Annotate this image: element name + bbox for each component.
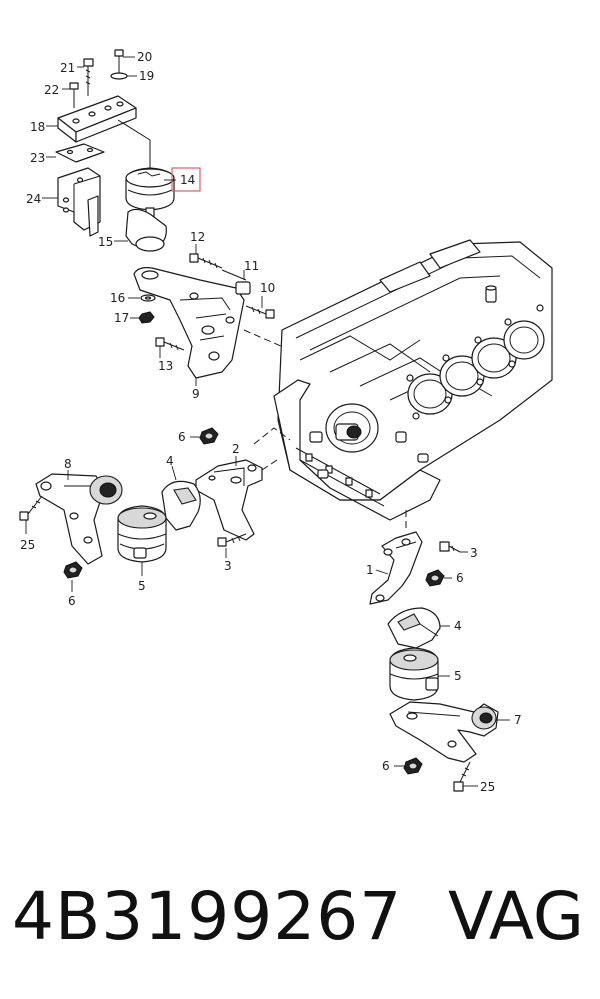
callout-25-left: 25 (20, 538, 35, 552)
callout-5-left: 5 (138, 579, 146, 593)
mount-bracket-1 (369, 531, 423, 605)
washer-19 (110, 72, 128, 80)
callout-1: 1 (366, 563, 374, 577)
nut-6-right-upper (425, 569, 445, 587)
callout-10: 10 (260, 281, 275, 295)
bolt-25-right (453, 761, 471, 792)
callout-13: 13 (158, 359, 173, 373)
callout-6-upper: 6 (178, 430, 186, 444)
callout-4-right: 4 (454, 619, 462, 633)
callout-11: 11 (244, 259, 259, 273)
callout-8: 8 (64, 457, 72, 471)
callout-6-right-upper: 6 (456, 571, 464, 585)
heat-shield-15 (125, 208, 167, 252)
rubber-mount-5-right (389, 647, 439, 701)
callout-21: 21 (60, 61, 75, 75)
bolt-3-left (217, 533, 247, 547)
nut-17 (138, 311, 155, 324)
callout-22: 22 (44, 83, 59, 97)
bolt-21 (83, 58, 94, 96)
stud-11 (221, 269, 247, 281)
heat-shield-4-right (387, 607, 441, 649)
callout-15: 15 (98, 235, 113, 249)
footer: 4B3199267 VAG (0, 870, 600, 980)
bolt-25-left (19, 495, 43, 521)
mount-bracket-7 (389, 701, 499, 763)
brand-name: VAG (447, 878, 584, 955)
nut-6-left (63, 561, 83, 579)
exploded-parts-diagram: 20 19 21 22 18 23 (19, 49, 553, 794)
callout-24: 24 (26, 192, 41, 206)
nut-6-right-lower (403, 757, 423, 775)
engine-bracket-9 (133, 267, 251, 379)
callout-2: 2 (232, 442, 240, 456)
bolt-20 (114, 49, 124, 74)
callout-3-left: 3 (224, 559, 232, 573)
heat-shield-4-left (161, 480, 201, 531)
engine-block (273, 239, 553, 521)
bolt-3-right (439, 541, 461, 553)
engine-mount-14 (125, 167, 175, 219)
callout-19: 19 (139, 69, 154, 83)
mounting-plate-18 (57, 95, 137, 143)
callout-16: 16 (110, 291, 125, 305)
mount-bracket-2 (195, 459, 263, 541)
nut-6-upper (199, 427, 219, 445)
callout-25-right: 25 (480, 780, 495, 794)
bracket-24 (57, 167, 101, 237)
mount-bracket-8 (35, 473, 123, 565)
callout-6-right-lower: 6 (382, 759, 390, 773)
callout-12: 12 (190, 230, 205, 244)
callout-9: 9 (192, 387, 200, 401)
callout-18: 18 (30, 120, 45, 134)
callout-6-left: 6 (68, 594, 76, 608)
washer-16 (140, 294, 156, 302)
bolt-12 (189, 253, 223, 269)
gasket-23 (55, 143, 105, 163)
callout-23: 23 (30, 151, 45, 165)
callout-4-left: 4 (166, 454, 174, 468)
callout-5-right: 5 (454, 669, 462, 683)
callout-3-right: 3 (470, 546, 478, 560)
callout-14: 14 (180, 173, 195, 187)
part-number: 4B3199267 (12, 878, 403, 955)
highlight-box-14 (171, 167, 201, 192)
callout-17: 17 (114, 311, 129, 325)
callout-20: 20 (137, 50, 152, 64)
bolt-10 (245, 305, 275, 319)
rubber-mount-5-left (117, 505, 167, 563)
bolt-22 (69, 82, 79, 108)
callout-7: 7 (514, 713, 522, 727)
